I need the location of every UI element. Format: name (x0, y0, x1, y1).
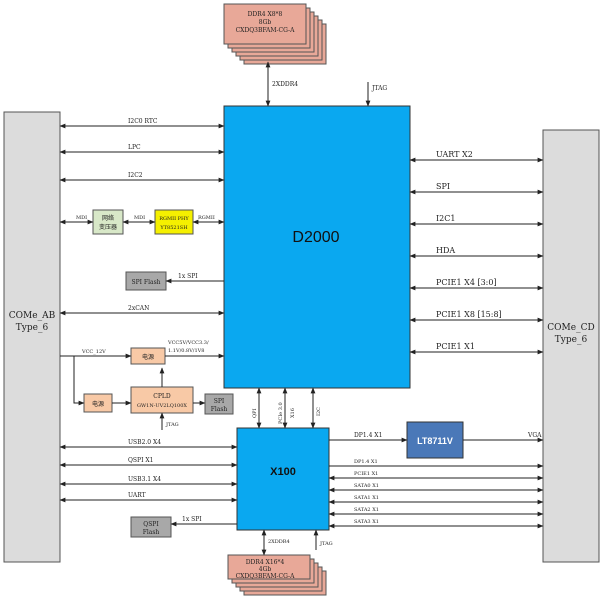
x16-label: X16 (290, 408, 296, 418)
jtag-cpld-label: JTAG (165, 422, 179, 428)
i2c0-rtc-label: I2C0 RTC (128, 118, 158, 125)
ddr-top-label-1: DDR4 X8*8 (248, 11, 283, 18)
uart-x2-label: UART X2 (436, 150, 473, 159)
ddr-top-label-3: CXDQ3BFAM-CG-A (236, 27, 295, 34)
vga-label: VGA (527, 432, 542, 439)
vcc-branch-line (73, 356, 85, 406)
d2000-chip (223, 105, 411, 389)
dp-x1-label: DP1.4 X1 (354, 432, 382, 439)
come-cd-label-1: COMe_CD (547, 323, 594, 333)
pcie-x1-label: PCIE1 X1 (436, 342, 475, 351)
come-ab-label-1: COMe_AB (9, 311, 56, 321)
qspi-1x-label: 1x SPI (182, 516, 202, 523)
transformer-label-1: 网络 (102, 214, 114, 222)
come-cd-board (542, 129, 600, 563)
mdi-mid-label: MDI (134, 215, 145, 221)
qspi-flash-block (130, 516, 172, 538)
phy-label-2: YT8521SH (159, 225, 188, 231)
qspi-x1-label: QSPI X1 (128, 457, 153, 464)
i2c1-label: I2C1 (436, 214, 455, 223)
lt8711v-label: LT8711V (417, 436, 453, 446)
cpld-block (130, 386, 194, 414)
uart-label: UART (128, 492, 146, 499)
satao-label: SATA0 X1 (354, 483, 379, 489)
jtag-bottom-label: JTAG (319, 541, 333, 547)
spi-flash-left-label: SPI Flash (131, 279, 160, 286)
pcie-x4-label: PCIE1 X4 [3:0] (436, 278, 497, 287)
lt8711v-chip (406, 421, 464, 459)
usb31-label: USB3.1 X4 (128, 476, 161, 483)
transformer-label-2: 变压器 (99, 223, 117, 231)
power-rails-label-1: VCC5V/VCC3.3/ (167, 340, 209, 346)
cpld-label-1: CPLD (153, 393, 171, 400)
i2c2-label: I2C2 (128, 172, 143, 179)
vcc-12v-label: VCC_12V (81, 349, 106, 355)
qspi-flash-label-2: Flash (143, 529, 160, 536)
phy-label-1: RGMII PHY (159, 216, 189, 222)
pcie30-label: PCIe 3.0 (278, 402, 284, 424)
power-top-label: 电源 (142, 353, 154, 361)
sata3-label: SATA3 X1 (354, 519, 379, 525)
ddr-bottom-stack: DDR4 X16*4 4Gb CXDQ3BFAM-CG-A (227, 554, 327, 596)
lpc-label: LPC (128, 144, 141, 151)
sata2-label: SATA2 X1 (354, 507, 379, 513)
mdi-left-label: MDI (76, 215, 87, 221)
spi-label: SPI (436, 182, 450, 191)
qpi-label: QPI (252, 409, 258, 418)
ddr-bottom-label-3: CXDQ3BFAM-CG-A (236, 573, 295, 580)
transformer-block (92, 209, 124, 235)
ddr-top-stack: DDR4 X8*8 8Gb CXDQ3BFAM-CG-A (223, 3, 327, 65)
phy-block (154, 209, 194, 235)
rgmii-label: RGMII (198, 215, 215, 221)
dp14-r-label: DP1.4 X1 (354, 459, 378, 465)
hda-label: HDA (436, 246, 455, 255)
spi-1x-label: 1x SPI (178, 273, 198, 280)
x100-chip (236, 427, 330, 531)
ddr-top-bus-label: 2XDDR4 (272, 81, 298, 88)
come-ab-label-2: Type_6 (16, 323, 49, 333)
ddr-bottom-label-1: DDR4 X16*4 (246, 559, 285, 566)
i2c-v-label: I2C (316, 407, 322, 416)
spi-flash-cpld-label-1: SPI (214, 398, 225, 405)
pcie1-x1-r-label: PCIE1 X1 (354, 471, 378, 477)
power-bottom-label: 电源 (92, 400, 104, 408)
cpld-label-2: GW1N-UV2LQ100X (137, 403, 187, 409)
come-cd-label-2: Type_6 (555, 335, 588, 345)
qspi-flash-label-1: QSPI (143, 521, 159, 528)
ddr-bottom-bus-label: 2XDDR4 (268, 539, 290, 545)
spi-flash-cpld-label-2: Flash (211, 406, 228, 413)
usb20-label: USB2.0 X4 (128, 439, 161, 446)
power-rails-label-2: 1.1V/0.8V/1V8 (168, 348, 204, 354)
can-label: 2xCAN (128, 305, 149, 312)
pcie-x8-label: PCIE1 X8 [15:8] (436, 310, 502, 319)
ddr-top-label-2: 8Gb (259, 19, 272, 26)
d2000-label: D2000 (292, 229, 339, 246)
ddr-bottom-label-2: 4Gb (259, 566, 272, 573)
x100-label: X100 (270, 466, 296, 478)
come-ab-board (3, 111, 61, 563)
jtag-top-label: JTAG (371, 85, 387, 92)
sata1-label: SATA1 X1 (354, 495, 379, 501)
